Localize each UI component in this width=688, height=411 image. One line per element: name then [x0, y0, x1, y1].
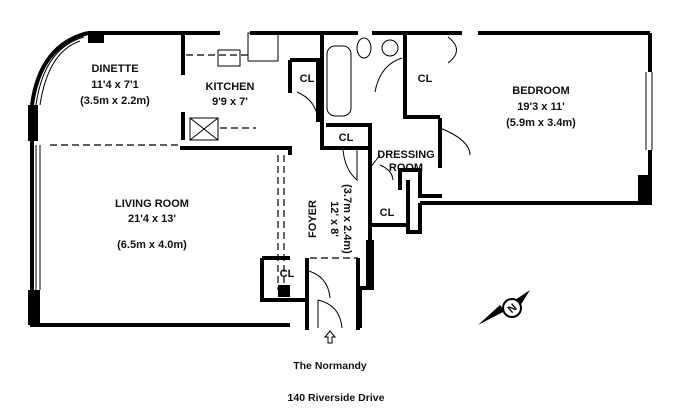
bedroom-imperial: 19'3 x 11': [517, 101, 565, 113]
dressing-room-name-line2: ROOM: [389, 162, 423, 174]
closet-label: CL: [280, 268, 295, 280]
dressing-room-name-line1: DRESSING: [377, 149, 434, 161]
living-room-imperial: 21'4 x 13': [128, 213, 176, 225]
living-room-name: LIVING ROOM: [115, 198, 189, 210]
closet-label: CL: [300, 73, 315, 85]
dinette-window: [35, 36, 85, 106]
kitchen-imperial: 9'9 x 7': [212, 96, 248, 108]
living-room-metric: (6.5m x 4.0m): [117, 239, 187, 251]
room-labels: DINETTE 11'4 x 7'1 (3.5m x 2.2m) KITCHEN…: [80, 63, 576, 280]
dinette-curved-window-wall: [30, 31, 89, 106]
foyer-metric: (3.7m x 2.4m): [341, 184, 353, 254]
compass-circle-icon: [502, 298, 522, 318]
dinette-name: DINETTE: [91, 63, 138, 75]
building-address: 140 Riverside Drive: [288, 392, 385, 404]
compass: N: [478, 290, 530, 325]
compass-pointer-icon: [478, 305, 505, 325]
dinette-imperial: 11'4 x 7'1: [91, 79, 138, 91]
building-name: The Normandy: [293, 360, 367, 372]
dinette-metric: (3.5m x 2.2m): [80, 95, 150, 107]
closet-label: CL: [380, 207, 395, 219]
bedroom-metric: (5.9m x 3.4m): [506, 117, 576, 129]
foyer-name: FOYER: [307, 200, 319, 238]
walls: [28, 31, 653, 330]
closet-label: CL: [418, 73, 433, 85]
foyer-imperial: 12' x 8': [328, 201, 340, 237]
bedroom-name: BEDROOM: [512, 85, 569, 97]
closet-label: CL: [339, 132, 354, 144]
kitchen-name: KITCHEN: [206, 81, 255, 93]
entrance-arrow-icon: [323, 330, 337, 344]
